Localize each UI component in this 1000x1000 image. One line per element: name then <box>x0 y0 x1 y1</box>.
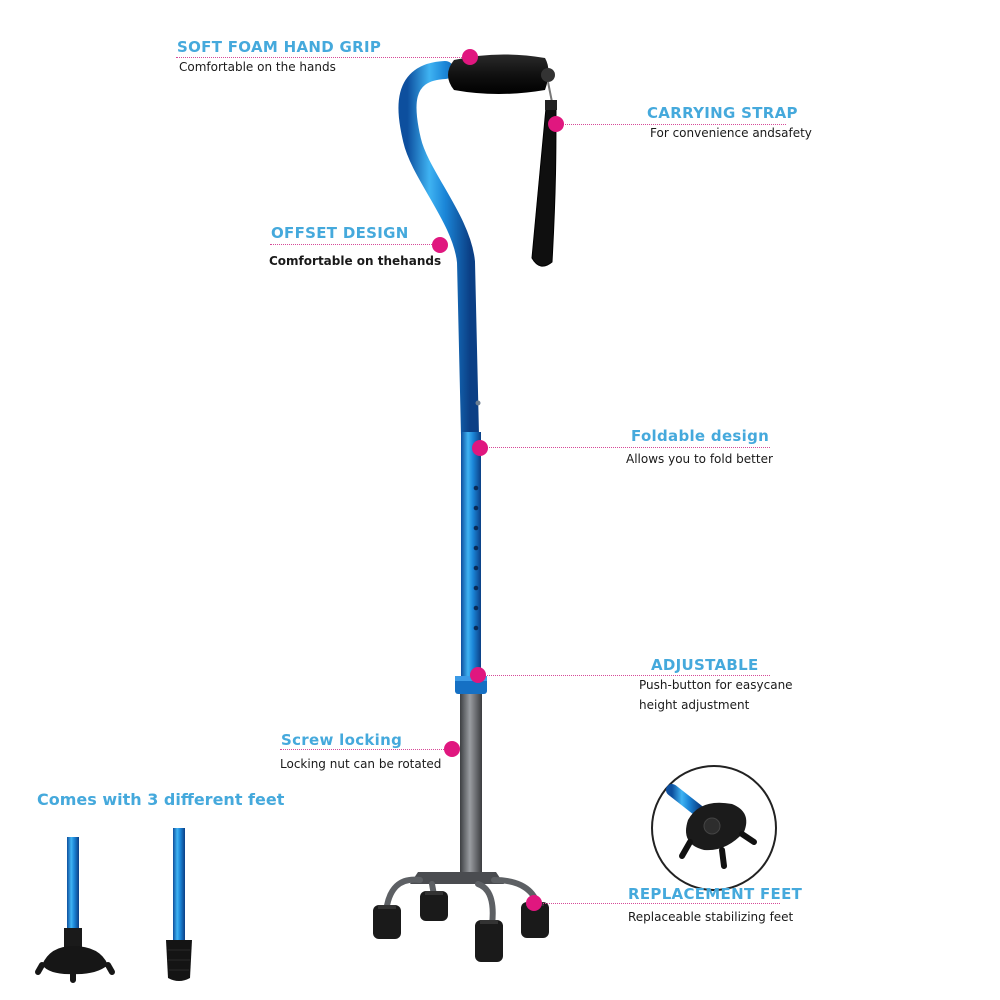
grip-marker <box>462 49 478 65</box>
screw-subtitle: Locking nut can be rotated <box>280 757 442 771</box>
foldable-subtitle: Allows you to fold better <box>626 452 773 466</box>
foldable-title: Foldable design <box>631 427 770 445</box>
feet-marker <box>526 895 542 911</box>
adjustable-subtitle-line2: height adjustment <box>639 698 750 712</box>
tripod-foot-image <box>35 837 115 983</box>
detail-foot-image <box>651 765 777 891</box>
adjustable-marker <box>470 667 486 683</box>
offset-subtitle: Comfortable on thehands <box>269 254 442 268</box>
offset-guide-line <box>270 244 442 245</box>
adjustable-guide-line <box>480 675 770 676</box>
strap-marker <box>548 116 564 132</box>
grip-subtitle: Comfortable on the hands <box>179 60 336 74</box>
screw-marker <box>444 741 460 757</box>
tip-foot-image <box>166 828 192 981</box>
adjustable-subtitle-line1: Push-button for easycane <box>639 678 793 692</box>
adjustable-title: ADJUSTABLE <box>651 656 759 674</box>
feet-options-heading: Comes with 3 different feet <box>37 790 285 809</box>
strap-guide-line <box>556 124 786 125</box>
foldable-marker <box>472 440 488 456</box>
strap-subtitle: For convenience andsafety <box>650 126 812 140</box>
offset-title: OFFSET DESIGN <box>271 224 409 242</box>
feet-guide-line <box>540 903 780 904</box>
feet-subtitle: Replaceable stabilizing feet <box>628 910 794 924</box>
grip-title: SOFT FOAM HAND GRIP <box>177 38 382 56</box>
cane-image <box>373 54 557 962</box>
screw-title: Screw locking <box>281 731 403 749</box>
screw-guide-line <box>280 749 450 750</box>
offset-marker <box>432 237 448 253</box>
strap-title: CARRYING STRAP <box>647 104 798 122</box>
feet-title: REPLACEMENT FEET <box>628 885 803 903</box>
grip-guide-line <box>176 57 470 58</box>
foldable-guide-line <box>480 447 770 448</box>
